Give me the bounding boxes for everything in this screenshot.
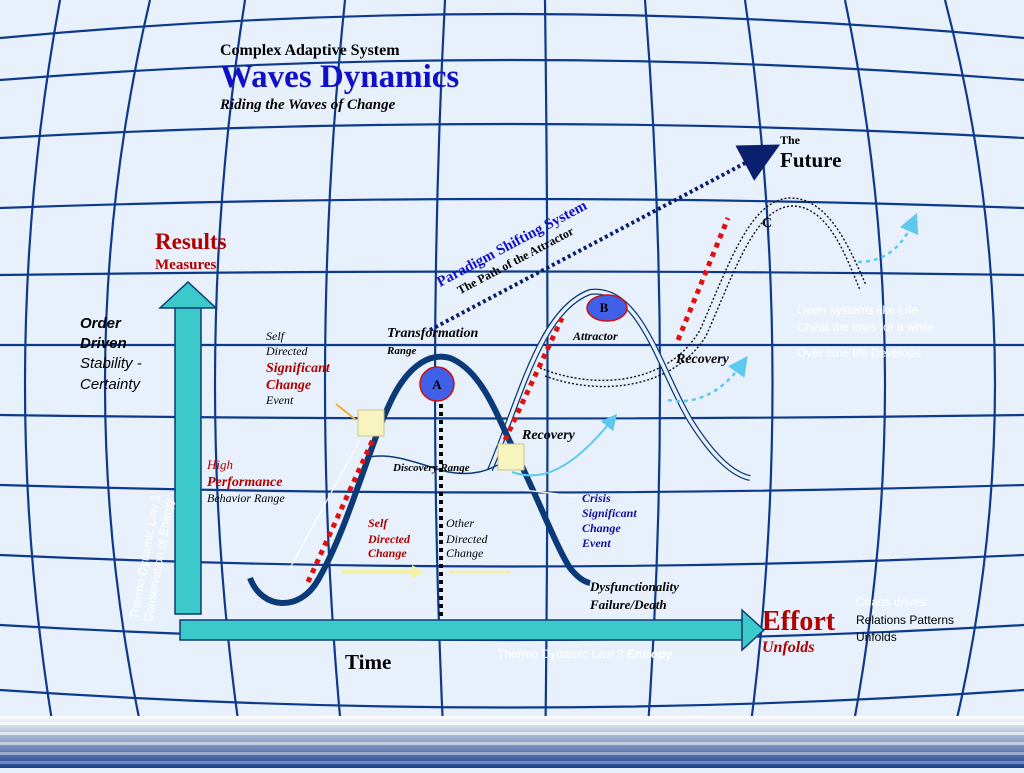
crisis-line2: Significant (582, 506, 637, 520)
point-c-label: C (762, 216, 772, 231)
sdce-line4: Change (266, 378, 311, 393)
order-line4: Certainty (80, 376, 142, 393)
sdce-line2: Directed (265, 344, 309, 358)
crisis-line1: Crisis (582, 491, 611, 505)
bottom-stripes (0, 716, 1024, 768)
event-pointer-line (335, 403, 357, 421)
chaos-line1: Chaos drives (856, 595, 926, 609)
high-performance-line1: High (206, 457, 233, 472)
recovery-change-line (675, 217, 731, 341)
time-label: Time (345, 650, 391, 674)
effort-label: Effort (762, 606, 836, 637)
point-b-circle (586, 294, 628, 322)
wave-b-trend-arrow (667, 355, 748, 403)
thermo-law2-prefix: Thermo Dynamic Law 2 (497, 647, 627, 661)
wave-a (247, 353, 591, 606)
attractor-label: Attractor (572, 329, 618, 343)
point-b-label: B (600, 300, 609, 315)
wave-b (487, 288, 751, 481)
crisis-event-marker (497, 443, 525, 471)
order-line2: Driven (80, 335, 127, 352)
point-a-circle (419, 366, 455, 402)
discovery-range-label: Discovery Range (392, 462, 470, 474)
odc-line3: Change (446, 546, 484, 560)
high-performance-line2: Performance (207, 475, 282, 490)
open-systems-line1: Open systems like Life (797, 303, 918, 317)
future-the: The (780, 133, 801, 147)
chaos-line3: Unfolds (856, 630, 897, 644)
chaos-line2: Relations Patterns (856, 613, 954, 627)
thermo-law2-emph: Entropy (627, 647, 674, 661)
thermo-law2-label: Thermo Dynamic Law 2 Entropy (497, 647, 674, 661)
title-line2: Waves Dynamics (220, 59, 459, 95)
recovery-lower-label: Recovery (521, 428, 576, 443)
recovery-upper-label: Recovery (675, 352, 730, 367)
sdc-line1: Self (368, 516, 388, 530)
results-label: Results (155, 229, 227, 254)
sdce-line3: Significant (266, 361, 331, 376)
wave-c-trend-arrow (857, 212, 919, 264)
results-axis-arrow (158, 280, 218, 615)
crisis-line4: Event (581, 536, 611, 550)
order-line3: Stability - (80, 355, 142, 372)
self-directed-arrow-head (412, 565, 424, 579)
wave-c (539, 197, 867, 388)
transformation-label: Transformation (387, 326, 478, 341)
sdc-line3: Change (368, 546, 407, 560)
high-performance-line3: Behavior Range (207, 491, 285, 505)
effort-axis-arrow (179, 608, 766, 652)
recovery-arrow (511, 413, 618, 477)
high-performance-pointer (289, 439, 361, 569)
sdc-line2: Directed (367, 532, 411, 546)
open-systems-line2: Cheat the laws for a while (797, 320, 935, 334)
self-directed-event-marker (357, 409, 385, 437)
effort-sublabel: Unfolds (762, 639, 814, 656)
dysfunction-line2: Failure/Death (589, 597, 667, 612)
attractor-change-line (502, 316, 565, 442)
sdce-line1: Self (266, 329, 286, 343)
title-line3: Riding the Waves of Change (219, 97, 396, 113)
dysfunction-line1: Dysfunctionality (589, 579, 679, 594)
crisis-line3: Change (582, 521, 621, 535)
odc-line2: Directed (445, 532, 489, 546)
odc-line1: Other (446, 516, 474, 530)
future-label: Future (780, 148, 841, 172)
self-directed-change-line (305, 422, 383, 584)
sdce-line5: Event (265, 393, 294, 407)
transformation-sublabel: Range (386, 345, 416, 357)
point-a-label: A (432, 377, 442, 392)
order-line1: Order (80, 315, 122, 332)
crisis-pointer (523, 489, 576, 497)
title-line1: Complex Adaptive System (220, 42, 400, 59)
open-systems-line3: Over time life Develops (797, 346, 921, 360)
results-sublabel: Measures (155, 257, 217, 273)
